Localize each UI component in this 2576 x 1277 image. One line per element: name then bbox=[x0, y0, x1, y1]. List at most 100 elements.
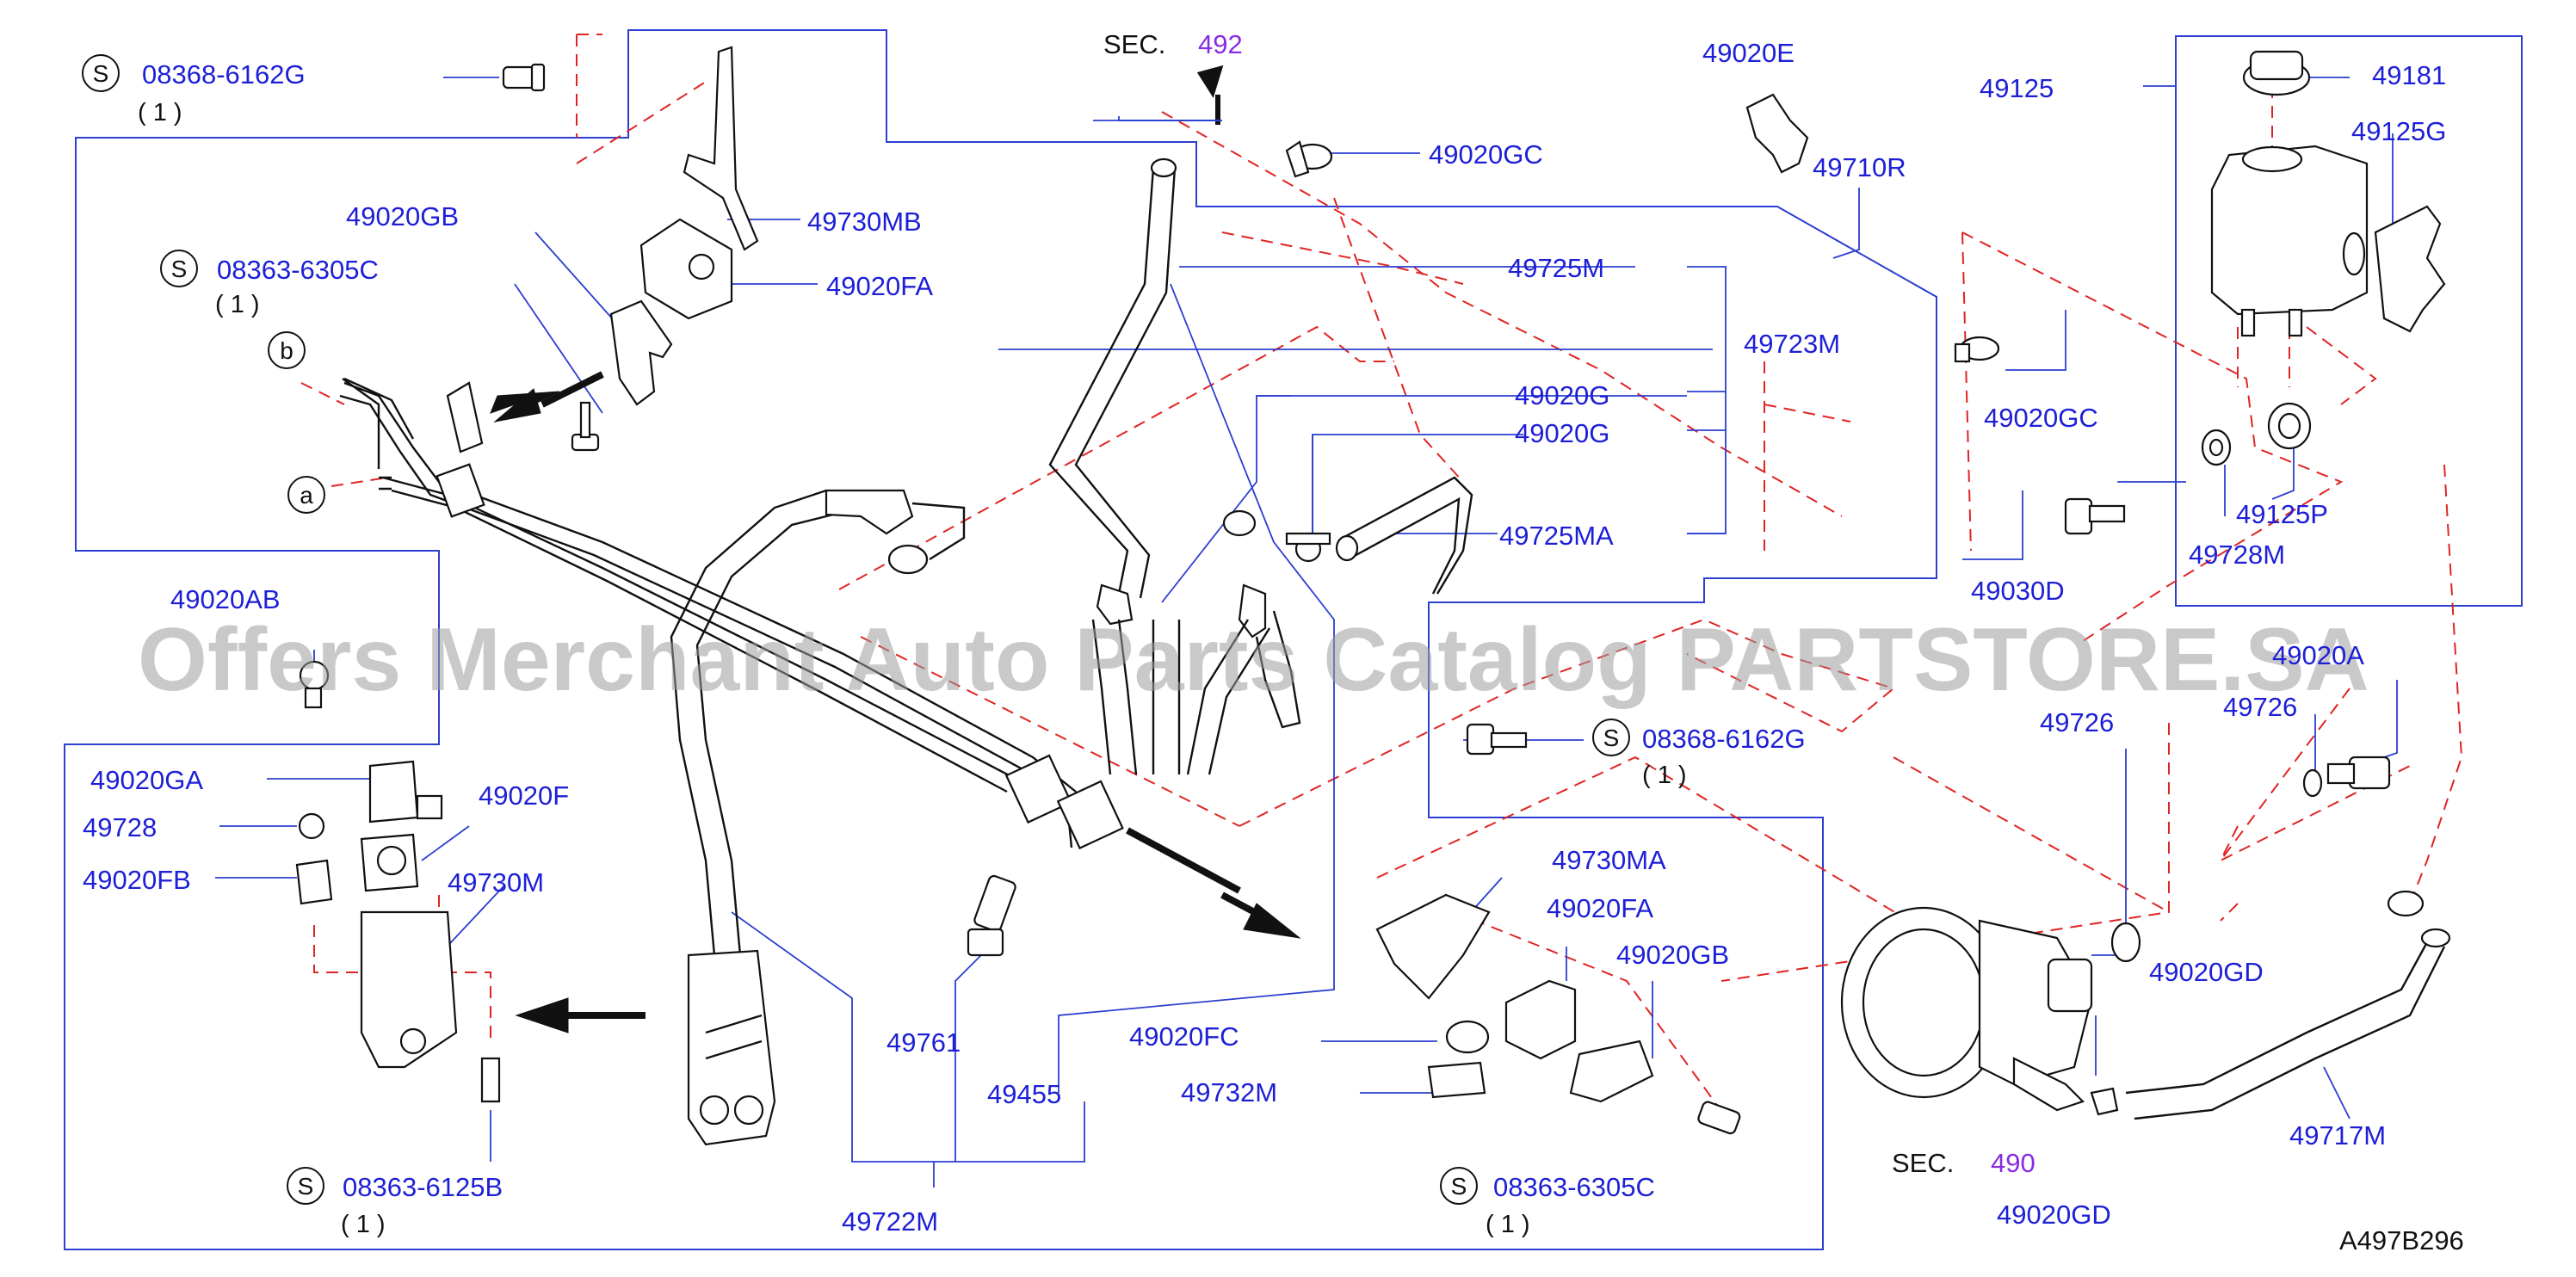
bolt-49030d bbox=[2064, 497, 2126, 535]
qty-mid-right: ( 1 ) bbox=[1642, 762, 1687, 789]
label-49020gb-upper[interactable]: 49020GB bbox=[346, 201, 459, 231]
label-49020fa-upper[interactable]: 49020FA bbox=[826, 271, 933, 301]
upper-left-group-outline bbox=[64, 29, 1937, 1250]
label-49020fa-lower[interactable]: 49020FA bbox=[1547, 893, 1653, 923]
s-marker-bottom-right: S bbox=[1440, 1167, 1478, 1205]
insulator-49020fa-upper bbox=[639, 218, 733, 320]
hose-49725ma bbox=[1335, 476, 1473, 595]
label-49020fb[interactable]: 49020FB bbox=[83, 865, 191, 895]
label-49730m[interactable]: 49730M bbox=[448, 867, 544, 898]
reservoir-fittings bbox=[2201, 402, 2312, 466]
label-49728[interactable]: 49728 bbox=[83, 812, 157, 842]
svg-text:S: S bbox=[1451, 1173, 1467, 1200]
label-49722m[interactable]: 49722M bbox=[842, 1206, 938, 1237]
label-49761[interactable]: 49761 bbox=[886, 1027, 961, 1058]
clamp-49020gc-right bbox=[1954, 336, 2000, 363]
bracket-49730mb bbox=[683, 46, 759, 251]
label-49020ab[interactable]: 49020AB bbox=[170, 584, 281, 614]
marker-b: b bbox=[268, 331, 306, 369]
label-49020gd-lower[interactable]: 49020GD bbox=[1997, 1200, 2111, 1230]
label-49125[interactable]: 49125 bbox=[1980, 73, 2054, 103]
label-49726-a[interactable]: 49726 bbox=[2040, 707, 2114, 737]
label-49732m[interactable]: 49732M bbox=[1181, 1077, 1277, 1107]
label-49030d[interactable]: 49030D bbox=[1971, 576, 2065, 606]
label-49020g-a[interactable]: 49020G bbox=[1515, 380, 1609, 410]
return-hose-lower bbox=[670, 489, 844, 1146]
s-marker-upper-left: S bbox=[160, 250, 198, 287]
clamp-49020g bbox=[1285, 532, 1331, 563]
label-sec-bottom-prefix: SEC. bbox=[1892, 1148, 1954, 1178]
qty-bottom-left: ( 1 ) bbox=[341, 1211, 386, 1238]
label-49181[interactable]: 49181 bbox=[2372, 60, 2446, 90]
label-49710r[interactable]: 49710R bbox=[1813, 152, 1906, 182]
label-49020f[interactable]: 49020F bbox=[479, 780, 569, 811]
left-lower-group bbox=[295, 760, 501, 1103]
label-49728m[interactable]: 49728M bbox=[2189, 540, 2285, 570]
cap-49181 bbox=[2242, 50, 2311, 96]
svg-text:S: S bbox=[1603, 725, 1620, 751]
pressure-hose-center bbox=[1048, 157, 1177, 599]
label-49725m[interactable]: 49725M bbox=[1508, 253, 1604, 283]
label-bolt-mid-right[interactable]: 08368-6162G bbox=[1642, 724, 1806, 754]
label-49726-b[interactable]: 49726 bbox=[2223, 692, 2297, 722]
label-49730mb[interactable]: 49730MB bbox=[807, 207, 922, 237]
s-marker-top-left: S bbox=[82, 54, 120, 92]
pipe-ends-left bbox=[343, 377, 415, 490]
label-49730ma[interactable]: 49730MA bbox=[1552, 845, 1666, 875]
svg-text:S: S bbox=[171, 256, 188, 282]
svg-text:S: S bbox=[93, 60, 109, 87]
label-bolt-top-left[interactable]: 08368-6162G bbox=[142, 59, 306, 89]
label-49020ga[interactable]: 49020GA bbox=[90, 765, 203, 795]
label-sec-492[interactable]: 492 bbox=[1198, 29, 1243, 59]
tube-left-fitting bbox=[825, 489, 966, 575]
fitting-49761 bbox=[967, 874, 1016, 957]
label-49125p[interactable]: 49125P bbox=[2236, 499, 2328, 529]
marker-a: a bbox=[287, 476, 325, 514]
label-sec-top-prefix: SEC. bbox=[1103, 29, 1165, 59]
label-49020g-b[interactable]: 49020G bbox=[1515, 418, 1609, 448]
center-fittings bbox=[1091, 509, 1301, 775]
label-bolt-upper-left[interactable]: 08363-6305C bbox=[217, 255, 379, 285]
union-bolt-49020a bbox=[2302, 756, 2391, 798]
s-marker-mid-right: S bbox=[1592, 719, 1630, 756]
pipe-tip-a bbox=[342, 378, 380, 469]
label-sec-490[interactable]: 490 bbox=[1991, 1148, 2035, 1178]
tube-bundle bbox=[339, 381, 1086, 848]
qty-bottom-right: ( 1 ) bbox=[1486, 1211, 1530, 1238]
clamp-49020e bbox=[1745, 93, 1809, 174]
svg-text:a: a bbox=[300, 482, 313, 509]
fitting-49020ab bbox=[299, 660, 330, 709]
bracket-49125g bbox=[2374, 205, 2446, 333]
label-49020gc-top[interactable]: 49020GC bbox=[1429, 139, 1543, 170]
lower-bracket-group bbox=[1375, 893, 1741, 1135]
label-49455[interactable]: 49455 bbox=[987, 1079, 1061, 1109]
bolt-mid-right bbox=[1466, 723, 1528, 756]
label-49020e[interactable]: 49020E bbox=[1702, 38, 1795, 68]
label-49717m[interactable]: 49717M bbox=[2289, 1120, 2386, 1151]
label-bolt-bottom-left[interactable]: 08363-6125B bbox=[343, 1172, 503, 1202]
label-49725ma[interactable]: 49725MA bbox=[1499, 521, 1614, 551]
diagram-id: A497B296 bbox=[2339, 1225, 2464, 1255]
bolt-top-left bbox=[502, 63, 546, 92]
label-49723m[interactable]: 49723M bbox=[1744, 329, 1840, 359]
s-marker-bottom-left: S bbox=[287, 1167, 324, 1205]
svg-text:b: b bbox=[280, 337, 293, 364]
label-49125g[interactable]: 49125G bbox=[2351, 116, 2446, 146]
washer-49726 bbox=[2110, 922, 2141, 963]
qty-upper-left: ( 1 ) bbox=[215, 291, 260, 318]
direction-arrows bbox=[490, 65, 1301, 1033]
qty-top-left: ( 1 ) bbox=[138, 99, 182, 126]
label-49020gc-right[interactable]: 49020GC bbox=[1984, 403, 2098, 433]
label-49020a[interactable]: 49020A bbox=[2272, 640, 2364, 670]
bolt-upper-left bbox=[571, 401, 600, 452]
hose-49717m bbox=[2090, 890, 2451, 1120]
label-49020fc[interactable]: 49020FC bbox=[1129, 1021, 1239, 1052]
bracket-49020gb-upper bbox=[609, 299, 673, 406]
label-49020gb-lower[interactable]: 49020GB bbox=[1616, 940, 1729, 970]
power-steering-pump bbox=[1840, 906, 2093, 1112]
label-49020gd-upper[interactable]: 49020GD bbox=[2149, 957, 2264, 987]
clamp-49020gc-top bbox=[1285, 140, 1333, 178]
label-bolt-bottom-right[interactable]: 08363-6305C bbox=[1493, 1172, 1655, 1202]
dashed-center-lines bbox=[300, 34, 2463, 1124]
